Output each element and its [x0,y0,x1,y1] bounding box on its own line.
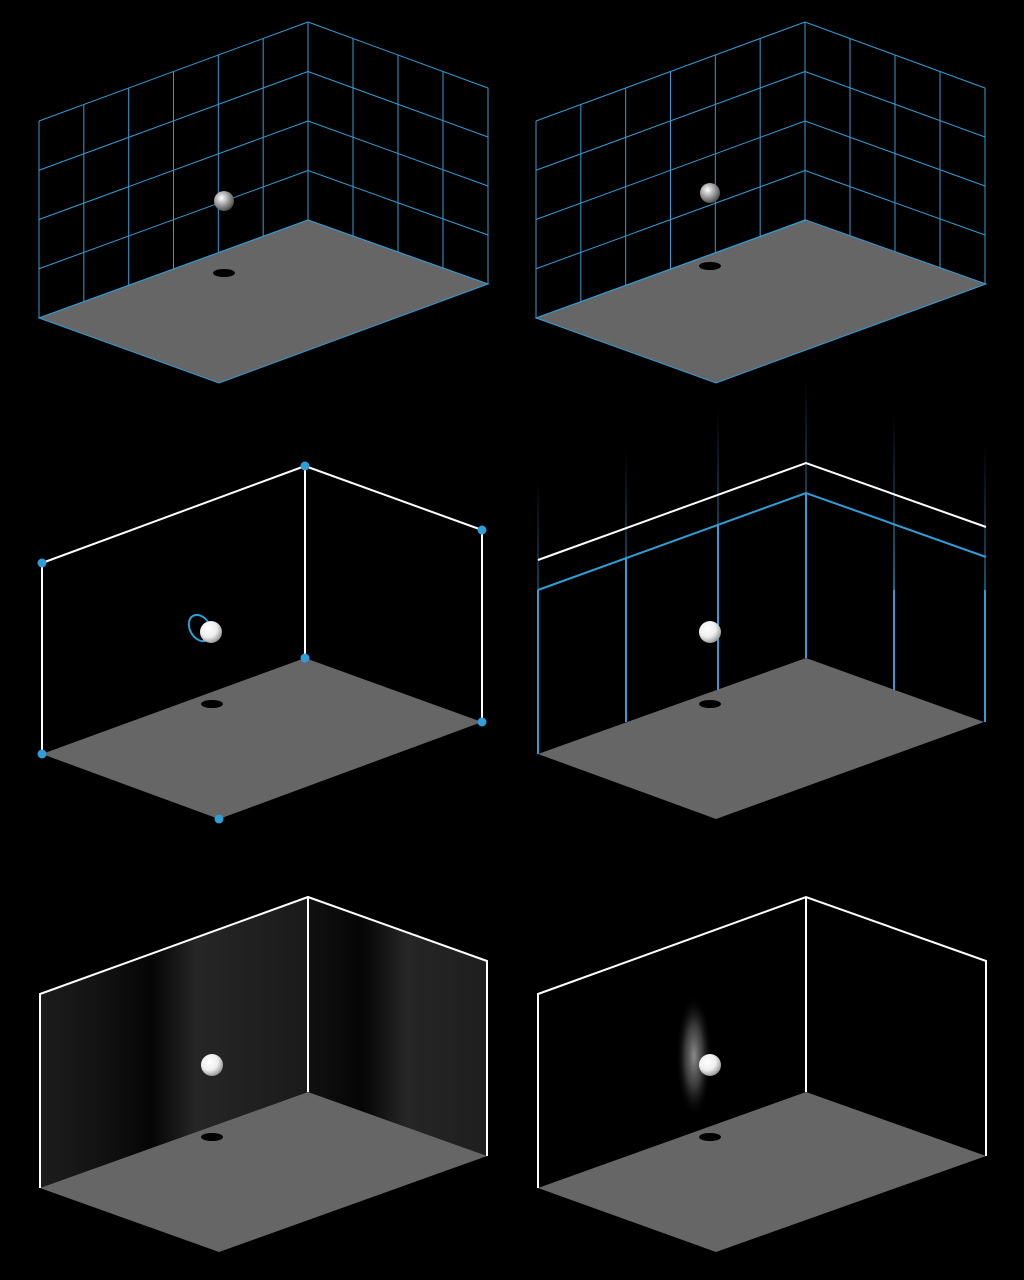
panel-gradient-walls [39,895,488,1252]
back-wall-grid [38,21,309,319]
corner-handle[interactable] [477,525,487,535]
grid-line [307,120,489,187]
grid-line [38,120,309,220]
grid-line [307,21,489,89]
white-sphere[interactable] [200,621,222,643]
floor-plane [42,658,482,819]
box-frame-top [537,461,987,561]
guide-line-fade [805,380,807,658]
grid-line [804,120,986,187]
sphere-shadow [699,1133,721,1141]
guide-line-fade [893,415,895,690]
corner-handle[interactable] [300,653,310,663]
sphere-shadow [201,1133,223,1141]
floor-plane [538,658,984,819]
panel-grid-box-left [37,21,490,384]
floor-plane [534,219,988,384]
side-wall [308,897,487,1156]
guide-line-fade [984,445,986,722]
guide-line-fade [717,410,719,690]
blue-guide-horizon [537,491,987,591]
floor-plane [40,1092,487,1252]
corner-handle[interactable] [37,558,47,568]
corner-handle[interactable] [300,461,310,471]
corner-handle[interactable] [37,749,47,759]
grid-line [804,21,986,89]
sphere-shadow [699,262,721,270]
grid-line [535,21,806,122]
guide-line-fade [537,480,539,754]
vertical-guides [537,380,986,754]
panel-grid-box-right [534,21,988,384]
white-sphere[interactable] [699,1054,721,1076]
sphere-shadow [201,700,223,708]
grid-line [804,170,986,236]
grid-line [38,21,309,122]
grid-line [535,170,806,270]
grid-line [307,71,489,138]
floor-plane [538,1092,986,1252]
corner-handle[interactable] [477,717,487,727]
panel-frame-handles [37,461,487,824]
floor-plane [37,219,490,384]
grid-line [307,170,489,236]
grid-line [38,170,309,270]
white-sphere[interactable] [699,621,721,643]
grid-line [535,120,806,220]
corner-handle[interactable] [214,814,224,824]
vertical-glow [676,994,712,1118]
grid-line [535,71,806,171]
guide-line-fade [625,450,627,722]
sphere-shadow [213,269,235,277]
gray-sphere[interactable] [214,191,234,211]
white-sphere[interactable] [201,1054,223,1076]
gray-sphere[interactable] [700,183,720,203]
panel-guide-lines [537,380,987,819]
grid-line [38,71,309,171]
sphere-shadow [699,700,721,708]
panel-glow-wall [537,895,987,1252]
grid-line [804,71,986,138]
